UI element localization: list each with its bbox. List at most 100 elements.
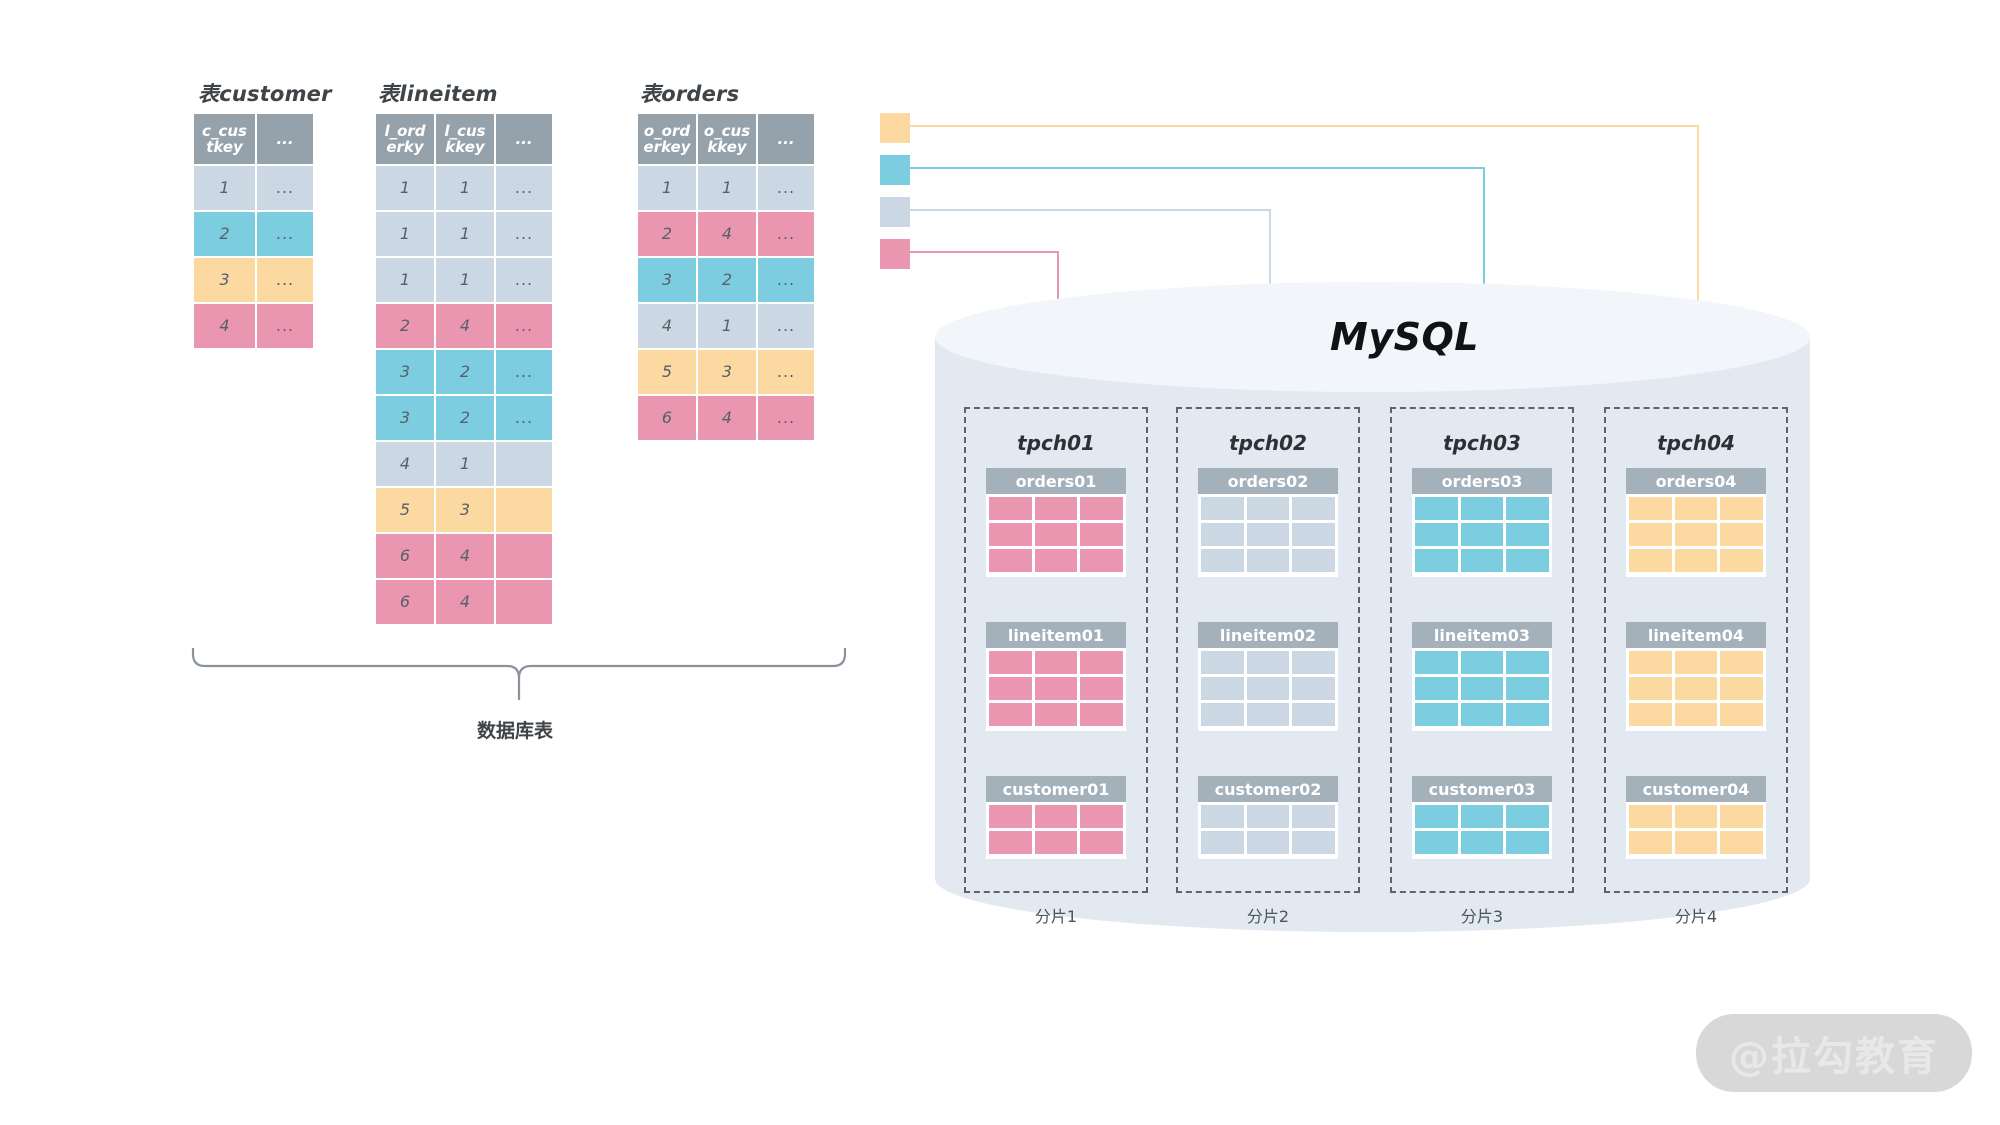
shard-data-cell xyxy=(1629,651,1672,674)
shard-data-cell xyxy=(1201,703,1244,726)
table-cell: 4 xyxy=(193,303,256,349)
table-cell: 3 xyxy=(435,487,495,533)
table-cell: 1 xyxy=(435,211,495,257)
shard-table-header-lineitem02: lineitem02 xyxy=(1198,622,1338,648)
shard-table-grid xyxy=(1629,648,1763,726)
shard-data-cell xyxy=(1292,549,1335,572)
shard-data-cell xyxy=(1720,831,1763,854)
shard-data-cell xyxy=(1460,831,1504,854)
shard-table-orders01[interactable]: orders01 xyxy=(986,468,1126,577)
shard-data-cell xyxy=(1720,549,1763,572)
shard-title-tpch02: tpch02 xyxy=(1229,431,1307,455)
table-cell: ... xyxy=(495,211,553,257)
shard-table-grid xyxy=(989,494,1123,572)
shard-table-header-lineitem03: lineitem03 xyxy=(1412,622,1552,648)
shard-table-header-lineitem04: lineitem04 xyxy=(1626,622,1766,648)
shard-data-cell xyxy=(1201,549,1244,572)
shard-data-cell xyxy=(1674,651,1718,674)
mysql-label: MySQL xyxy=(1330,315,1479,359)
shard-table-lineitem04[interactable]: lineitem04 xyxy=(1626,622,1766,731)
shard-data-cell xyxy=(1415,703,1458,726)
shard-table-customer02[interactable]: customer02 xyxy=(1198,776,1338,859)
source-table-title-customer: 表customer xyxy=(198,82,332,106)
shard-data-cell xyxy=(1720,703,1763,726)
table-cell: ... xyxy=(757,257,815,303)
shard-table-header-customer02: customer02 xyxy=(1198,776,1338,802)
shard-table-orders02[interactable]: orders02 xyxy=(1198,468,1338,577)
shard-box-tpch01[interactable] xyxy=(964,407,1148,893)
shard-box-tpch03[interactable] xyxy=(1390,407,1574,893)
table-cell: 5 xyxy=(375,487,435,533)
shard-caption-tpch03: 分片3 xyxy=(1460,907,1504,926)
shard-data-cell xyxy=(1292,497,1335,520)
shard-table-customer04[interactable]: customer04 xyxy=(1626,776,1766,859)
shard-data-cell xyxy=(1080,677,1123,700)
shard-table-orders03[interactable]: orders03 xyxy=(1412,468,1552,577)
shard-data-cell xyxy=(1629,677,1672,700)
column-header: ... xyxy=(256,113,314,165)
shard-box-tpch02[interactable] xyxy=(1176,407,1360,893)
shard-table-grid xyxy=(1415,648,1549,726)
shard-data-cell xyxy=(1629,497,1672,520)
shard-data-cell xyxy=(1674,805,1718,828)
shard-data-cell xyxy=(1415,805,1458,828)
shard-table-orders04[interactable]: orders04 xyxy=(1626,468,1766,577)
table-cell: 1 xyxy=(697,303,757,349)
shard-data-cell xyxy=(1034,805,1078,828)
shard-table-customer01[interactable]: customer01 xyxy=(986,776,1126,859)
shard-table-lineitem03[interactable]: lineitem03 xyxy=(1412,622,1552,731)
shard-data-cell xyxy=(1034,703,1078,726)
shard-data-cell xyxy=(1080,703,1123,726)
shard-table-lineitem01[interactable]: lineitem01 xyxy=(986,622,1126,731)
shard-data-cell xyxy=(1629,549,1672,572)
shard-data-cell xyxy=(1246,549,1290,572)
table-cell: 2 xyxy=(435,349,495,395)
shard-data-cell xyxy=(1674,831,1718,854)
shard-data-cell xyxy=(1506,651,1549,674)
shard-data-cell xyxy=(1246,831,1290,854)
legend-swatch-cyan xyxy=(880,155,910,185)
shard-data-cell xyxy=(1674,703,1718,726)
shard-data-cell xyxy=(1460,805,1504,828)
shard-data-cell xyxy=(1201,831,1244,854)
shard-table-header-orders01: orders01 xyxy=(986,468,1126,494)
shard-data-cell xyxy=(1674,677,1718,700)
shard-data-cell xyxy=(989,831,1032,854)
table-row: 1... xyxy=(193,165,314,211)
table-row: 3... xyxy=(193,257,314,303)
shard-table-grid xyxy=(1201,494,1335,572)
shard-box-tpch04[interactable] xyxy=(1604,407,1788,893)
table-cell: 1 xyxy=(435,165,495,211)
column-header: o_cus kkey xyxy=(697,113,757,165)
shard-data-cell xyxy=(1034,831,1078,854)
shard-data-cell xyxy=(1460,549,1504,572)
shard-table-grid xyxy=(989,648,1123,726)
shard-data-cell xyxy=(1460,677,1504,700)
table-cell xyxy=(495,441,553,487)
shard-data-cell xyxy=(989,703,1032,726)
shard-data-cell xyxy=(1460,703,1504,726)
table-cell: 1 xyxy=(375,257,435,303)
shard-data-cell xyxy=(1460,523,1504,546)
shard-data-cell xyxy=(1720,497,1763,520)
shard-data-cell xyxy=(1506,497,1549,520)
legend-swatch-bluegray xyxy=(880,197,910,227)
shard-table-lineitem02[interactable]: lineitem02 xyxy=(1198,622,1338,731)
shard-data-cell xyxy=(1506,831,1549,854)
shard-table-customer03[interactable]: customer03 xyxy=(1412,776,1552,859)
shard-title-tpch04: tpch04 xyxy=(1657,431,1735,455)
mysql-cylinder-top xyxy=(935,282,1810,392)
shard-data-cell xyxy=(1034,549,1078,572)
shard-data-cell xyxy=(989,549,1032,572)
shard-data-cell xyxy=(1080,805,1123,828)
